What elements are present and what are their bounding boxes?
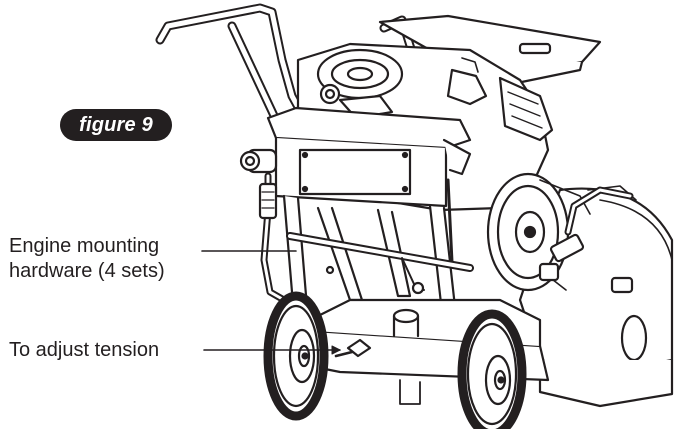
tension-leader-arrow [331, 345, 341, 355]
engine-callout-line1: Engine mounting [9, 235, 160, 257]
figure-label-badge: figure 9 [60, 109, 172, 141]
left-wheel [263, 291, 329, 421]
engine-mounting-callout: Engine mounting hardware (4 sets) [9, 234, 224, 284]
figure-label: figure 9 [79, 113, 153, 136]
cross-bar [286, 232, 474, 295]
tension-callout-text: To adjust tension [9, 339, 160, 361]
belt-pulley [486, 172, 634, 292]
tension-callout: To adjust tension [9, 338, 159, 363]
right-wheel [457, 309, 527, 429]
engine-callout-line2: hardware (4 sets) [9, 260, 165, 282]
front-frame [239, 106, 472, 264]
water-hose [258, 172, 288, 304]
